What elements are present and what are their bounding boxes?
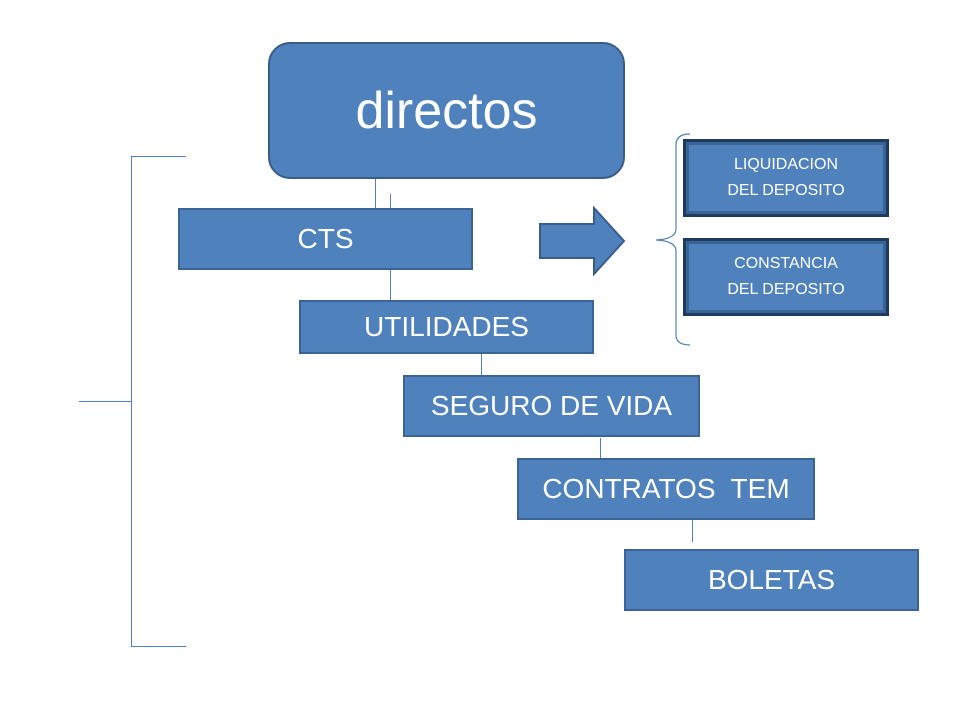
node-seguro-de-vida: SEGURO DE VIDA bbox=[403, 375, 700, 437]
node-seguro-de-vida-label: SEGURO DE VIDA bbox=[430, 390, 673, 421]
node-boletas: BOLETAS bbox=[624, 549, 919, 611]
root-node-label: directos bbox=[355, 81, 538, 140]
node-cts: CTS bbox=[178, 208, 473, 270]
connector-utilidades-seguro bbox=[481, 353, 482, 375]
detail-liquidacion-deposito-label: LIQUIDACION DEL DEPOSITO bbox=[727, 156, 845, 199]
right-brace-path bbox=[655, 133, 691, 346]
right-arrow-icon bbox=[539, 206, 626, 276]
connector-contratos-boletas bbox=[692, 520, 693, 542]
detail-constancia-deposito: CONSTANCIA DEL DEPOSITO bbox=[683, 238, 889, 316]
node-utilidades: UTILIDADES bbox=[299, 300, 594, 354]
left-bracket-pointer bbox=[79, 401, 132, 402]
node-utilidades-label: UTILIDADES bbox=[364, 311, 529, 342]
left-bracket-bottom-tick bbox=[131, 646, 186, 647]
connector-cts-utilidades bbox=[390, 270, 391, 301]
connector-root-cts bbox=[375, 179, 376, 209]
right-brace bbox=[655, 133, 691, 346]
node-boletas-label: BOLETAS bbox=[707, 564, 836, 595]
node-contratos-tem: CONTRATOS TEM bbox=[517, 458, 815, 520]
root-node: directos bbox=[268, 42, 625, 179]
right-arrow-shape bbox=[539, 206, 626, 276]
connector-root-cts-2 bbox=[390, 194, 391, 209]
detail-liquidacion-deposito: LIQUIDACION DEL DEPOSITO bbox=[683, 139, 889, 217]
left-bracket-top-tick bbox=[131, 156, 186, 157]
connector-seguro-contratos bbox=[600, 438, 601, 458]
node-contratos-tem-label: CONTRATOS TEM bbox=[542, 473, 790, 504]
node-cts-label: CTS bbox=[297, 223, 354, 254]
detail-constancia-deposito-label: CONSTANCIA DEL DEPOSITO bbox=[727, 255, 845, 298]
